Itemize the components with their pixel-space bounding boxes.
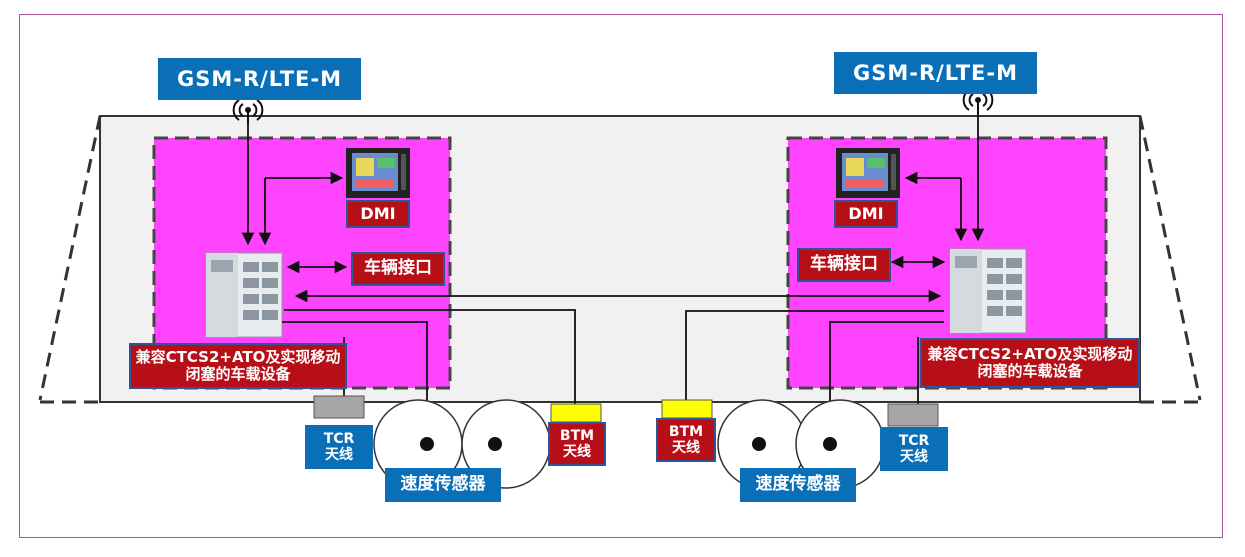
left-connections: [241, 122, 942, 444]
left-radio-antenna-icon: [232, 99, 264, 124]
right-vehicle-interface-label: 车辆接口: [797, 248, 891, 282]
left-wheels: [373, 399, 551, 489]
left-dmi-label: DMI: [346, 200, 410, 228]
left-btm-antenna-label: BTM 天线: [548, 422, 606, 466]
left-dmi-screen-icon: [346, 148, 410, 198]
left-tcr-antenna-label: TCR 天线: [305, 425, 373, 469]
right-speed-sensor-label: 速度传感器: [740, 468, 856, 502]
right-onboard-computer-icon: [949, 248, 1027, 334]
right-dmi-label: DMI: [834, 200, 898, 228]
right-btm-antenna-label: BTM 天线: [656, 418, 716, 462]
outer-frame: [19, 14, 1223, 538]
left-tcr-antenna-unit: [313, 395, 365, 419]
right-dmi-screen-icon: [836, 148, 900, 198]
right-onboard-equipment-label: 兼容CTCS2+ATO及实现移动闭塞的车载设备: [920, 338, 1140, 388]
left-speed-sensor-label: 速度传感器: [385, 468, 501, 502]
right-wheels: [717, 399, 885, 489]
right-network-label: GSM-R/LTE-M: [834, 52, 1037, 94]
left-btm-antenna-unit: [550, 403, 602, 423]
right-tcr-antenna-label: TCR 天线: [880, 427, 948, 471]
left-network-label: GSM-R/LTE-M: [158, 58, 361, 100]
left-vehicle-interface-label: 车辆接口: [351, 252, 445, 286]
right-tcr-antenna-unit: [887, 403, 939, 427]
left-onboard-equipment-label: 兼容CTCS2+ATO及实现移动闭塞的车载设备: [129, 343, 347, 389]
left-onboard-computer-icon: [205, 252, 283, 338]
right-btm-antenna-unit: [661, 399, 713, 419]
